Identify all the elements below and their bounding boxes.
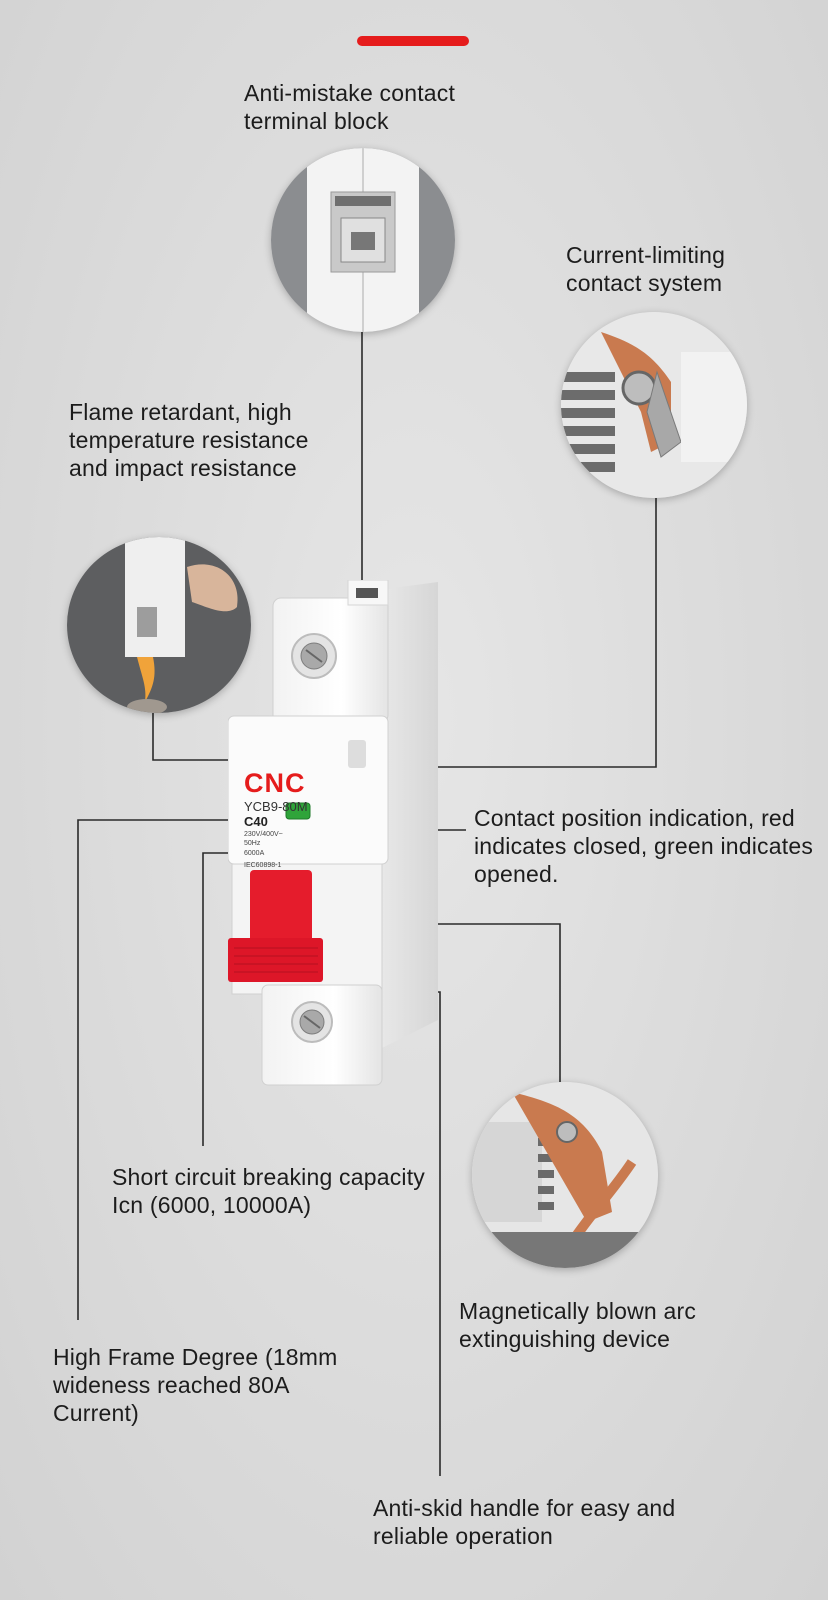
leader-magnet xyxy=(396,923,561,1082)
spec-voltage: 230V/400V~ xyxy=(244,831,283,838)
label-current-limiting: Current-limiting contact system xyxy=(566,242,726,296)
spec-capacity: 6000A xyxy=(244,850,265,857)
spec-frequency: 50Hz xyxy=(244,840,261,847)
accent-bar xyxy=(357,36,469,46)
label-short-circuit: Short circuit breaking capacity Icn (600… xyxy=(112,1164,426,1218)
label-contact-position: Contact position indication, red indicat… xyxy=(474,805,814,887)
leader-frame xyxy=(77,819,233,1320)
brand-logo: CNC xyxy=(244,768,306,798)
circuit-breaker-image xyxy=(228,580,438,1086)
arc-extinguisher-photo xyxy=(472,1082,658,1268)
terminal-block-photo xyxy=(271,148,455,332)
label-flame-retardant: Flame retardant, high temperature resist… xyxy=(69,399,309,481)
standard-mark: IEC60898-1 xyxy=(244,862,282,869)
model-number: YCB9-80M xyxy=(244,799,308,814)
label-anti-skid-handle: Anti-skid handle for easy and reliable o… xyxy=(373,1495,676,1549)
leader-current xyxy=(407,498,657,768)
contact-system-photo xyxy=(561,312,747,498)
flame-test-photo xyxy=(67,537,251,713)
leader-flame xyxy=(152,713,246,761)
leader-short xyxy=(202,852,233,1146)
label-terminal-block: Anti-mistake contact terminal block xyxy=(244,80,456,134)
current-rating: C40 xyxy=(244,814,268,829)
label-frame-degree: High Frame Degree (18mm wideness reached… xyxy=(53,1344,338,1426)
label-arc-extinguishing: Magnetically blown arc extinguishing dev… xyxy=(459,1298,697,1352)
